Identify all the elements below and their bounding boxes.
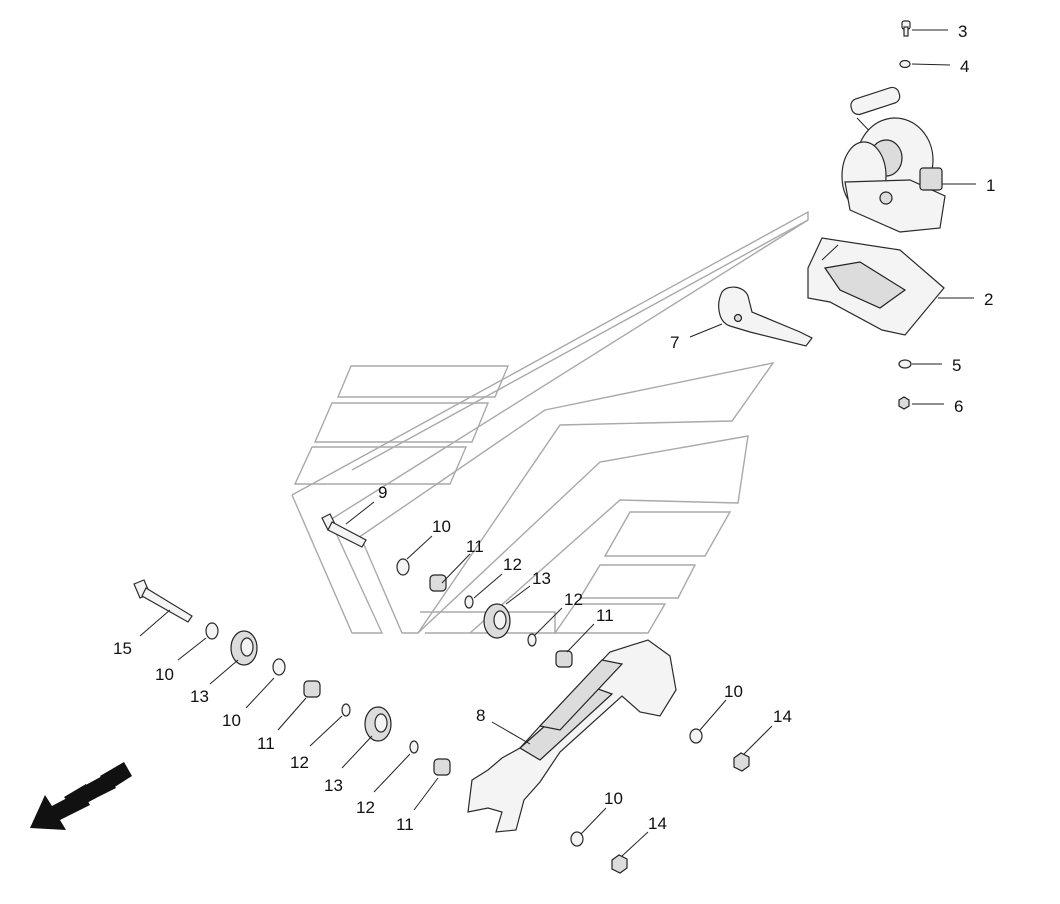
callout-12-b: 12 xyxy=(564,590,583,609)
callout-3: 3 xyxy=(958,22,967,41)
washer-small xyxy=(899,59,911,69)
callout-12-c: 12 xyxy=(290,753,309,772)
washer-medium xyxy=(898,359,912,369)
callout-7: 7 xyxy=(670,333,679,352)
callout-13-b: 13 xyxy=(190,687,209,706)
winch xyxy=(841,86,946,233)
callout-4: 4 xyxy=(960,57,969,76)
callout-13-c: 13 xyxy=(324,776,343,795)
bolt-long-9 xyxy=(321,513,367,548)
nut-small xyxy=(898,396,910,410)
nut-14-set xyxy=(611,752,750,874)
callout-11-d: 11 xyxy=(396,815,414,834)
roller-13-set xyxy=(230,603,511,742)
callout-12-a: 12 xyxy=(503,555,522,574)
callout-11-b: 11 xyxy=(596,606,614,625)
callout-10-d: 10 xyxy=(724,682,743,701)
frame-bracket xyxy=(467,639,677,833)
latch-plate xyxy=(718,286,813,347)
callout-5: 5 xyxy=(952,356,961,375)
callout-15: 15 xyxy=(113,639,132,658)
bolt-small xyxy=(901,20,911,37)
callout-14-b: 14 xyxy=(648,814,667,833)
callout-1: 1 xyxy=(986,176,995,195)
callout-2: 2 xyxy=(984,290,993,309)
callout-8: 8 xyxy=(476,706,485,725)
bolt-long-15 xyxy=(133,579,193,623)
callout-11-c: 11 xyxy=(257,734,275,753)
callout-10-c: 10 xyxy=(222,711,241,730)
winch-mount-bracket xyxy=(807,237,945,336)
leader-lines xyxy=(139,29,976,857)
callout-12-d: 12 xyxy=(356,798,375,817)
washer-10-set xyxy=(205,558,703,847)
callout-10-e: 10 xyxy=(604,789,623,808)
callout-10-b: 10 xyxy=(155,665,174,684)
callout-11-a: 11 xyxy=(466,537,484,556)
spacer-11-set xyxy=(303,574,573,776)
direction-arrow-icon xyxy=(30,762,132,830)
callout-13-a: 13 xyxy=(532,569,551,588)
callout-10-a: 10 xyxy=(432,517,451,536)
callout-labels: 3 4 1 2 5 6 7 8 9 10 11 12 13 12 11 15 1… xyxy=(113,22,995,834)
callout-9: 9 xyxy=(378,483,387,502)
callout-6: 6 xyxy=(954,397,963,416)
callout-14-a: 14 xyxy=(773,707,792,726)
ring-12-set xyxy=(341,595,537,754)
